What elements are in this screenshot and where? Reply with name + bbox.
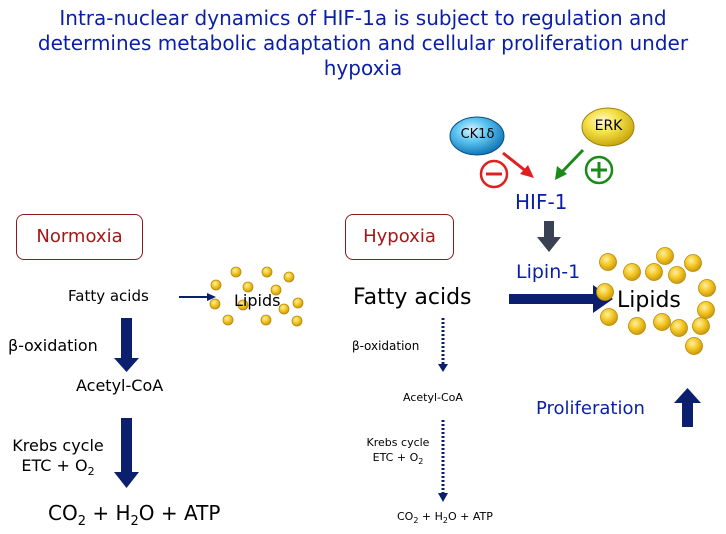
lipid-droplet-icon <box>698 279 716 297</box>
proliferation-up-arrow <box>674 388 701 427</box>
lipid-droplet-icon <box>230 266 242 278</box>
normoxia-fatty-acids: Fatty acids <box>68 287 149 305</box>
plus-circle-icon <box>584 155 614 185</box>
inhibition-arrow <box>502 151 534 178</box>
hypoxia-lipid-droplets <box>596 247 716 355</box>
lipin-label: Lipin-1 <box>516 261 581 283</box>
lipid-droplet-icon <box>261 266 273 278</box>
normoxia-fa-arrow <box>179 293 216 301</box>
erk-label: ERK <box>594 118 623 134</box>
ck1-oval-icon <box>449 116 505 156</box>
hypoxia-krebs-arrow <box>438 420 448 502</box>
normoxia-beta-arrow <box>114 318 139 372</box>
normoxia-products: CO2 + H2O + ATP <box>48 501 221 529</box>
hif-down-arrow <box>537 221 561 252</box>
lipid-droplet-icon <box>628 317 646 335</box>
normoxia-box: Normoxia <box>16 214 143 260</box>
minus-circle-icon <box>479 159 509 189</box>
lipid-droplet-icon <box>222 314 234 326</box>
lipid-droplet-icon <box>210 279 222 291</box>
ck1-label: CK1δ <box>460 127 495 142</box>
erk-oval-icon <box>581 107 635 147</box>
lipid-droplet-icon <box>653 313 671 331</box>
lipid-droplet-icon <box>270 284 282 296</box>
normoxia-label: Normoxia <box>36 226 123 247</box>
activation-arrow <box>555 148 585 180</box>
lipid-droplet-icon <box>668 266 686 284</box>
hypoxia-label: Hypoxia <box>363 226 436 247</box>
hypoxia-fatty-acids: Fatty acids <box>353 285 472 310</box>
hypoxia-beta-arrow <box>438 318 448 372</box>
lipid-droplet-icon <box>596 283 614 301</box>
page-title: Intra-nuclear dynamics of HIF-1a is subj… <box>37 6 689 80</box>
normoxia-krebs-arrow <box>114 418 139 488</box>
lipid-droplet-icon <box>242 281 254 293</box>
hypoxia-acetyl-coa: Acetyl-CoA <box>403 391 463 404</box>
lipid-droplet-icon <box>600 308 618 326</box>
normoxia-lipids: Lipids <box>234 291 281 310</box>
proliferation-label: Proliferation <box>536 398 645 419</box>
hypoxia-products: CO2 + H2O + ATP <box>397 510 493 526</box>
lipid-droplet-icon <box>283 271 295 283</box>
lipid-droplet-icon <box>260 314 272 326</box>
lipid-droplet-icon <box>685 337 703 355</box>
normoxia-etc: ETC + O2 <box>21 456 95 479</box>
normoxia-beta-oxidation: β-oxidation <box>8 336 98 355</box>
lipid-droplet-icon <box>684 254 702 272</box>
lipid-droplet-icon <box>697 301 715 319</box>
hypoxia-box: Hypoxia <box>345 214 454 260</box>
hif-label: HIF-1 <box>515 190 568 214</box>
hypoxia-krebs: Krebs cycle ETC + O2 <box>357 435 439 469</box>
lipid-droplet-icon <box>656 247 674 265</box>
lipid-droplet-icon <box>278 303 290 315</box>
hypoxia-beta-oxidation: β-oxidation <box>352 339 420 353</box>
lipid-droplet-icon <box>292 297 304 309</box>
lipid-droplet-icon <box>670 319 688 337</box>
hypoxia-lipids: Lipids <box>617 288 681 313</box>
normoxia-acetyl-coa: Acetyl-CoA <box>76 376 164 395</box>
lipid-droplet-icon <box>209 298 221 310</box>
lipid-droplet-icon <box>645 263 663 281</box>
normoxia-krebs: Krebs cycle ETC + O2 <box>8 436 108 482</box>
lipid-droplet-icon <box>291 315 303 327</box>
lipid-droplet-icon <box>237 299 249 311</box>
lipid-droplet-icon <box>599 253 617 271</box>
normoxia-krebs-cycle: Krebs cycle <box>12 436 104 455</box>
normoxia-lipid-droplets <box>209 266 304 327</box>
hypoxia-krebs-cycle: Krebs cycle <box>366 436 430 449</box>
hypoxia-etc: ETC + O2 <box>372 451 424 467</box>
lipid-droplet-icon <box>692 317 710 335</box>
lipid-droplet-icon <box>623 263 641 281</box>
